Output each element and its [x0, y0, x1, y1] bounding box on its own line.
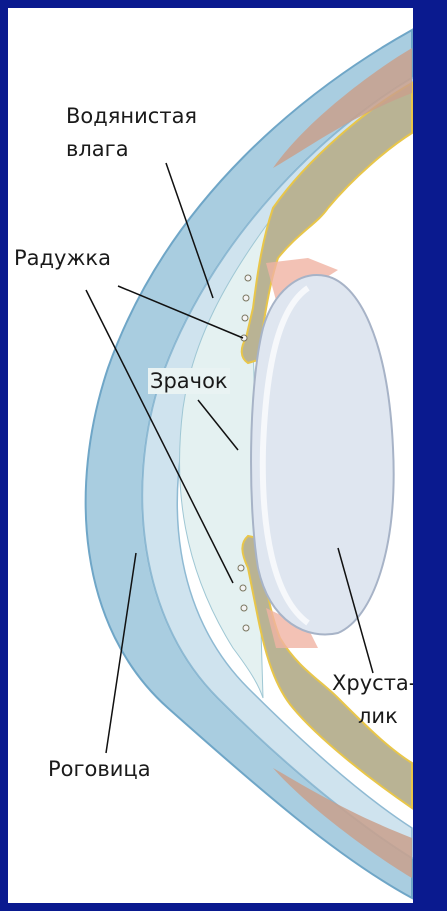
diagram-panel: Водянистая влага Радужка Зрачок Хруста- … [8, 8, 413, 903]
lens-shape [251, 275, 394, 634]
pupil-label: Зрачок [148, 368, 230, 394]
iris-dot [242, 315, 248, 321]
aqueous-humor-label-line2: влага [66, 136, 129, 162]
iris-dot [241, 605, 247, 611]
cornea-label: Роговица [48, 756, 151, 782]
lens-label-line2: лик [358, 703, 398, 729]
lens-label-line1: Хруста- [332, 670, 413, 696]
aqueous-humor-label-line1: Водянистая [66, 103, 197, 129]
iris-dot [240, 585, 246, 591]
iris-dot [243, 625, 249, 631]
iris-label: Радужка [14, 245, 111, 271]
iris-dot [243, 295, 249, 301]
iris-dot [245, 275, 251, 281]
iris-dot [238, 565, 244, 571]
